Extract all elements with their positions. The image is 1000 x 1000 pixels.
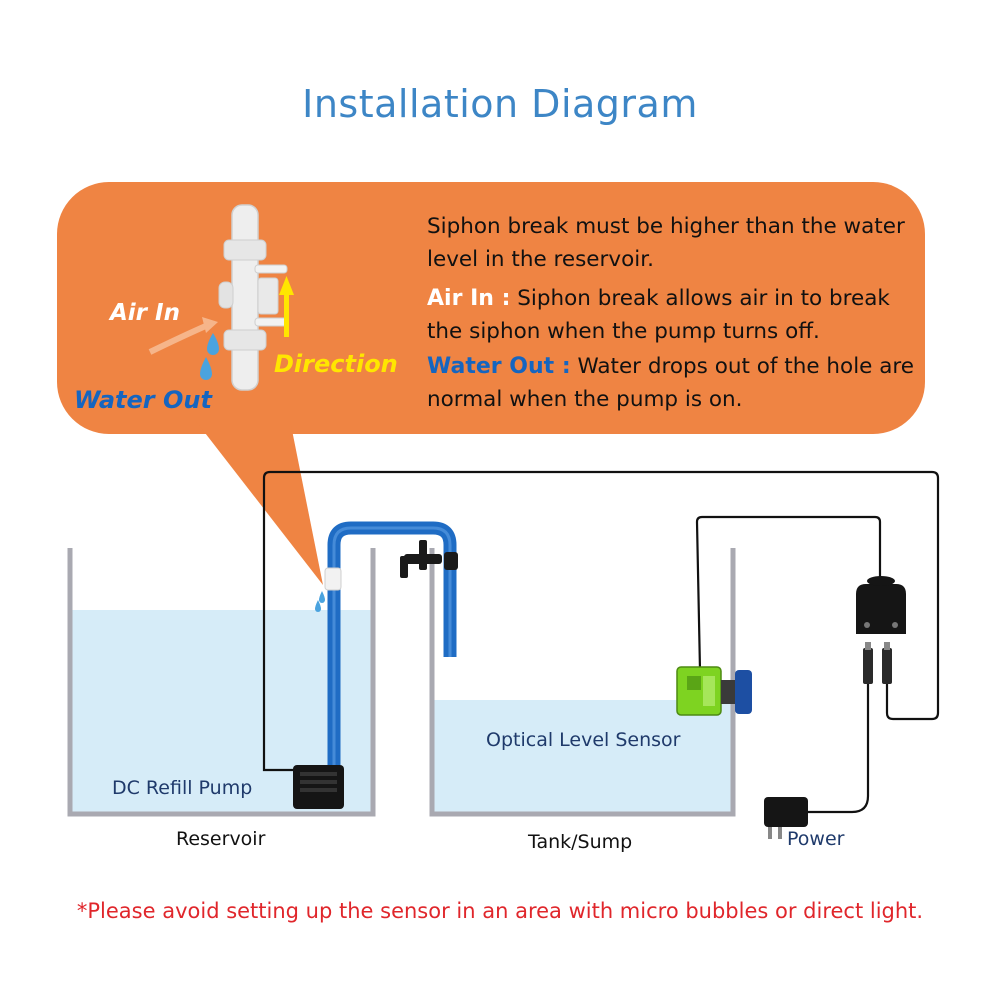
callout-line-siphon: Siphon break must be higher than the wat… — [427, 214, 905, 272]
controller-hub — [856, 576, 906, 684]
direction-tag: Direction — [274, 350, 398, 378]
callout-bubble — [57, 182, 925, 585]
tank-label: Tank/Sump — [528, 831, 633, 853]
air-in-tag: Air In — [110, 300, 180, 326]
dc-refill-pump — [293, 765, 344, 809]
water-out-tag: Water Out — [74, 386, 212, 414]
air-in-keyword: Air In : — [427, 286, 511, 311]
siphon-break-small — [315, 567, 342, 612]
sensor-cable — [262, 470, 940, 814]
siphon-break-fitting — [218, 204, 288, 391]
sensor-label: Optical Level Sensor — [486, 729, 681, 751]
pump-label: DC Refill Pump — [112, 777, 253, 799]
callout-line-water-out: Water Out : Water drops out of the hole … — [427, 350, 927, 416]
water-drops-icon — [200, 333, 219, 380]
hose-clip — [400, 540, 458, 578]
power-adapter — [764, 797, 808, 839]
callout-text: Siphon break must be higher than the wat… — [427, 210, 927, 416]
callout-line-air-in: Air In : Siphon break allows air in to b… — [427, 282, 927, 348]
direction-arrow-icon — [279, 276, 294, 337]
air-in-text: Siphon break allows air in to break the … — [427, 286, 890, 344]
water-out-keyword: Water Out : — [427, 354, 571, 379]
power-label: Power — [787, 828, 845, 850]
reservoir-label: Reservoir — [176, 828, 266, 850]
optical-level-sensor — [676, 666, 752, 716]
page-title: Installation Diagram — [302, 82, 698, 126]
warning-note: *Please avoid setting up the sensor in a… — [76, 899, 924, 923]
refill-hose — [327, 521, 457, 765]
air-in-arrow-icon — [148, 317, 218, 355]
water-out-text: Water drops out of the hole are normal w… — [427, 354, 915, 412]
